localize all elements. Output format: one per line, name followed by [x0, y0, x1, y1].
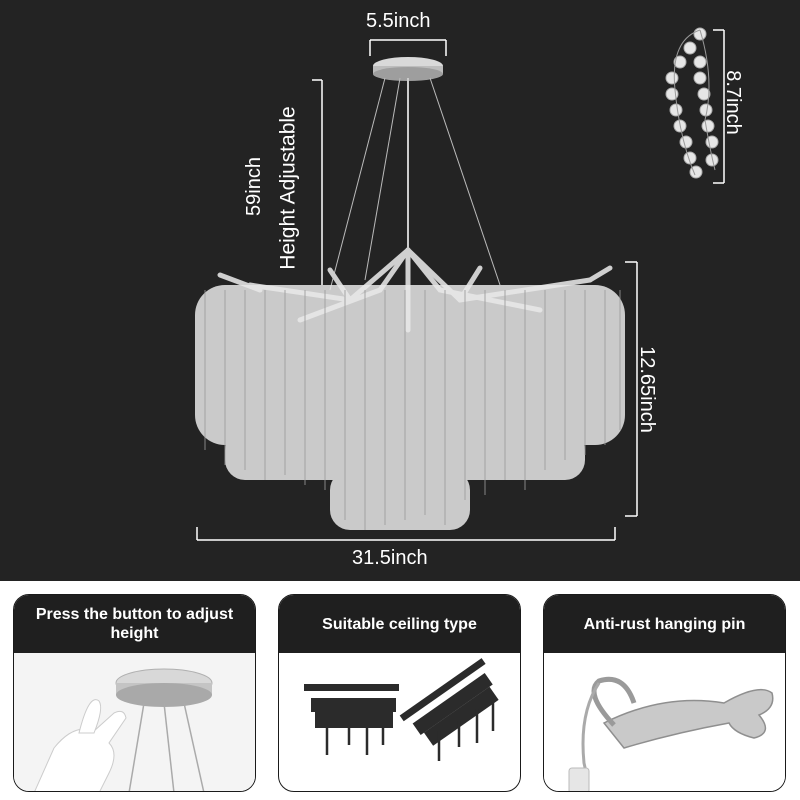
- feature-card-adjust-height: Press the button to adjust height: [13, 594, 256, 792]
- adjust-height-photo: [14, 653, 255, 791]
- body-width-label: 31.5inch: [352, 547, 428, 569]
- body-height-label: 12.65inch: [635, 346, 658, 433]
- chandelier-illustration: [195, 27, 725, 541]
- feature-title: Suitable ceiling type: [279, 595, 520, 653]
- canopy-width-label: 5.5inch: [366, 10, 431, 32]
- feature-card-ceiling-type: Suitable ceiling type: [278, 594, 521, 792]
- feature-card-hanging-pin: Anti-rust hanging pin: [543, 594, 786, 792]
- cable-length-label: 59inch: [242, 157, 265, 216]
- ceiling-type-diagram: [279, 653, 520, 791]
- product-dimension-panel: 5.5inch 8.7inch 59inch Height Adjustable…: [0, 0, 800, 581]
- height-adjustable-label: Height Adjustable: [276, 106, 300, 270]
- hanging-pin-photo: [544, 653, 785, 791]
- feature-title: Press the button to adjust height: [14, 595, 255, 653]
- strand-length-label: 8.7inch: [721, 70, 744, 135]
- feature-title: Anti-rust hanging pin: [544, 595, 785, 653]
